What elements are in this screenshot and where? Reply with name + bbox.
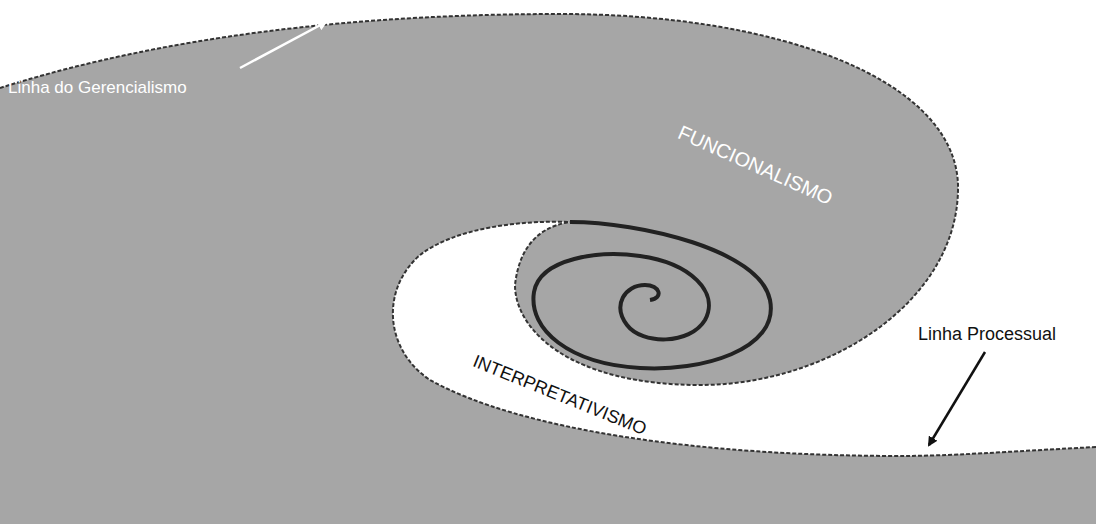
paradigm-label: FUNCIONALISMO <box>674 121 836 210</box>
line-label: Linha Processual <box>918 324 1056 345</box>
processual-line <box>393 222 1096 456</box>
white-band <box>0 0 1096 456</box>
gerencialismo-line <box>0 14 958 385</box>
inner-spiral <box>533 222 770 368</box>
leader-arrow <box>240 22 326 68</box>
paradigm-label: INTERPRETATIVISMO <box>470 351 650 440</box>
line-label: Linha do Gerencialismo <box>8 78 187 98</box>
leader-arrow <box>929 352 985 445</box>
